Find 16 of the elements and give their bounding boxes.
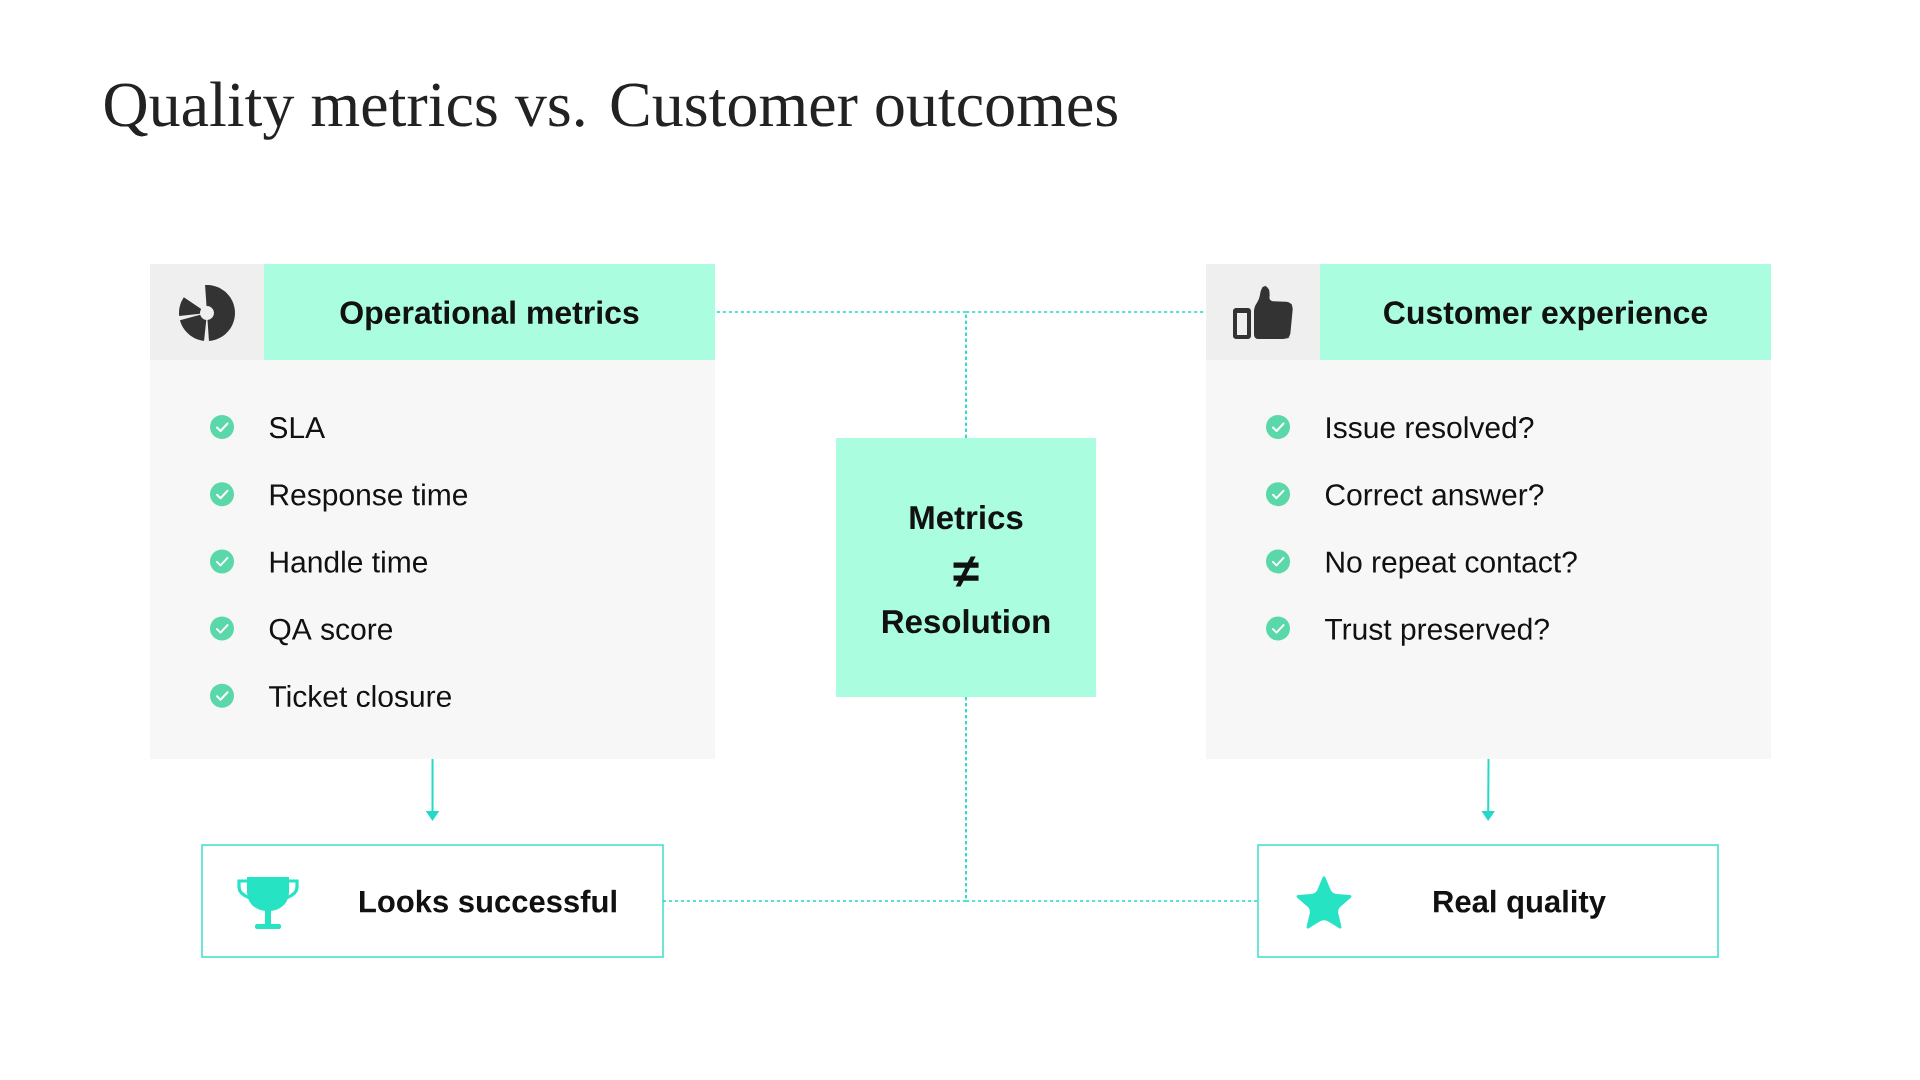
panel-header: Customer experience [1320,264,1771,360]
list-item: Correct answer? [1325,484,1544,506]
title: Quality metrics vs. Customer outcomes [105,81,1117,140]
statement-box: Metrics ≠ Resolution [836,438,1096,697]
list-item: Issue resolved? [1327,416,1534,439]
list-item: Handle time [270,550,428,573]
list-item: No repeat contact? [1326,551,1577,579]
list-item: Ticket closure [269,685,451,708]
list-item: QA score [269,618,393,646]
list-item: SLA [269,417,326,439]
result-box: Looks successful [201,844,664,958]
list-item: Response time [270,483,468,512]
connector-line [965,696,1259,902]
list-item: Trust preserved? [1325,617,1549,646]
panel-header: Operational metrics [264,264,715,360]
result-box: Real quality [1257,844,1719,958]
